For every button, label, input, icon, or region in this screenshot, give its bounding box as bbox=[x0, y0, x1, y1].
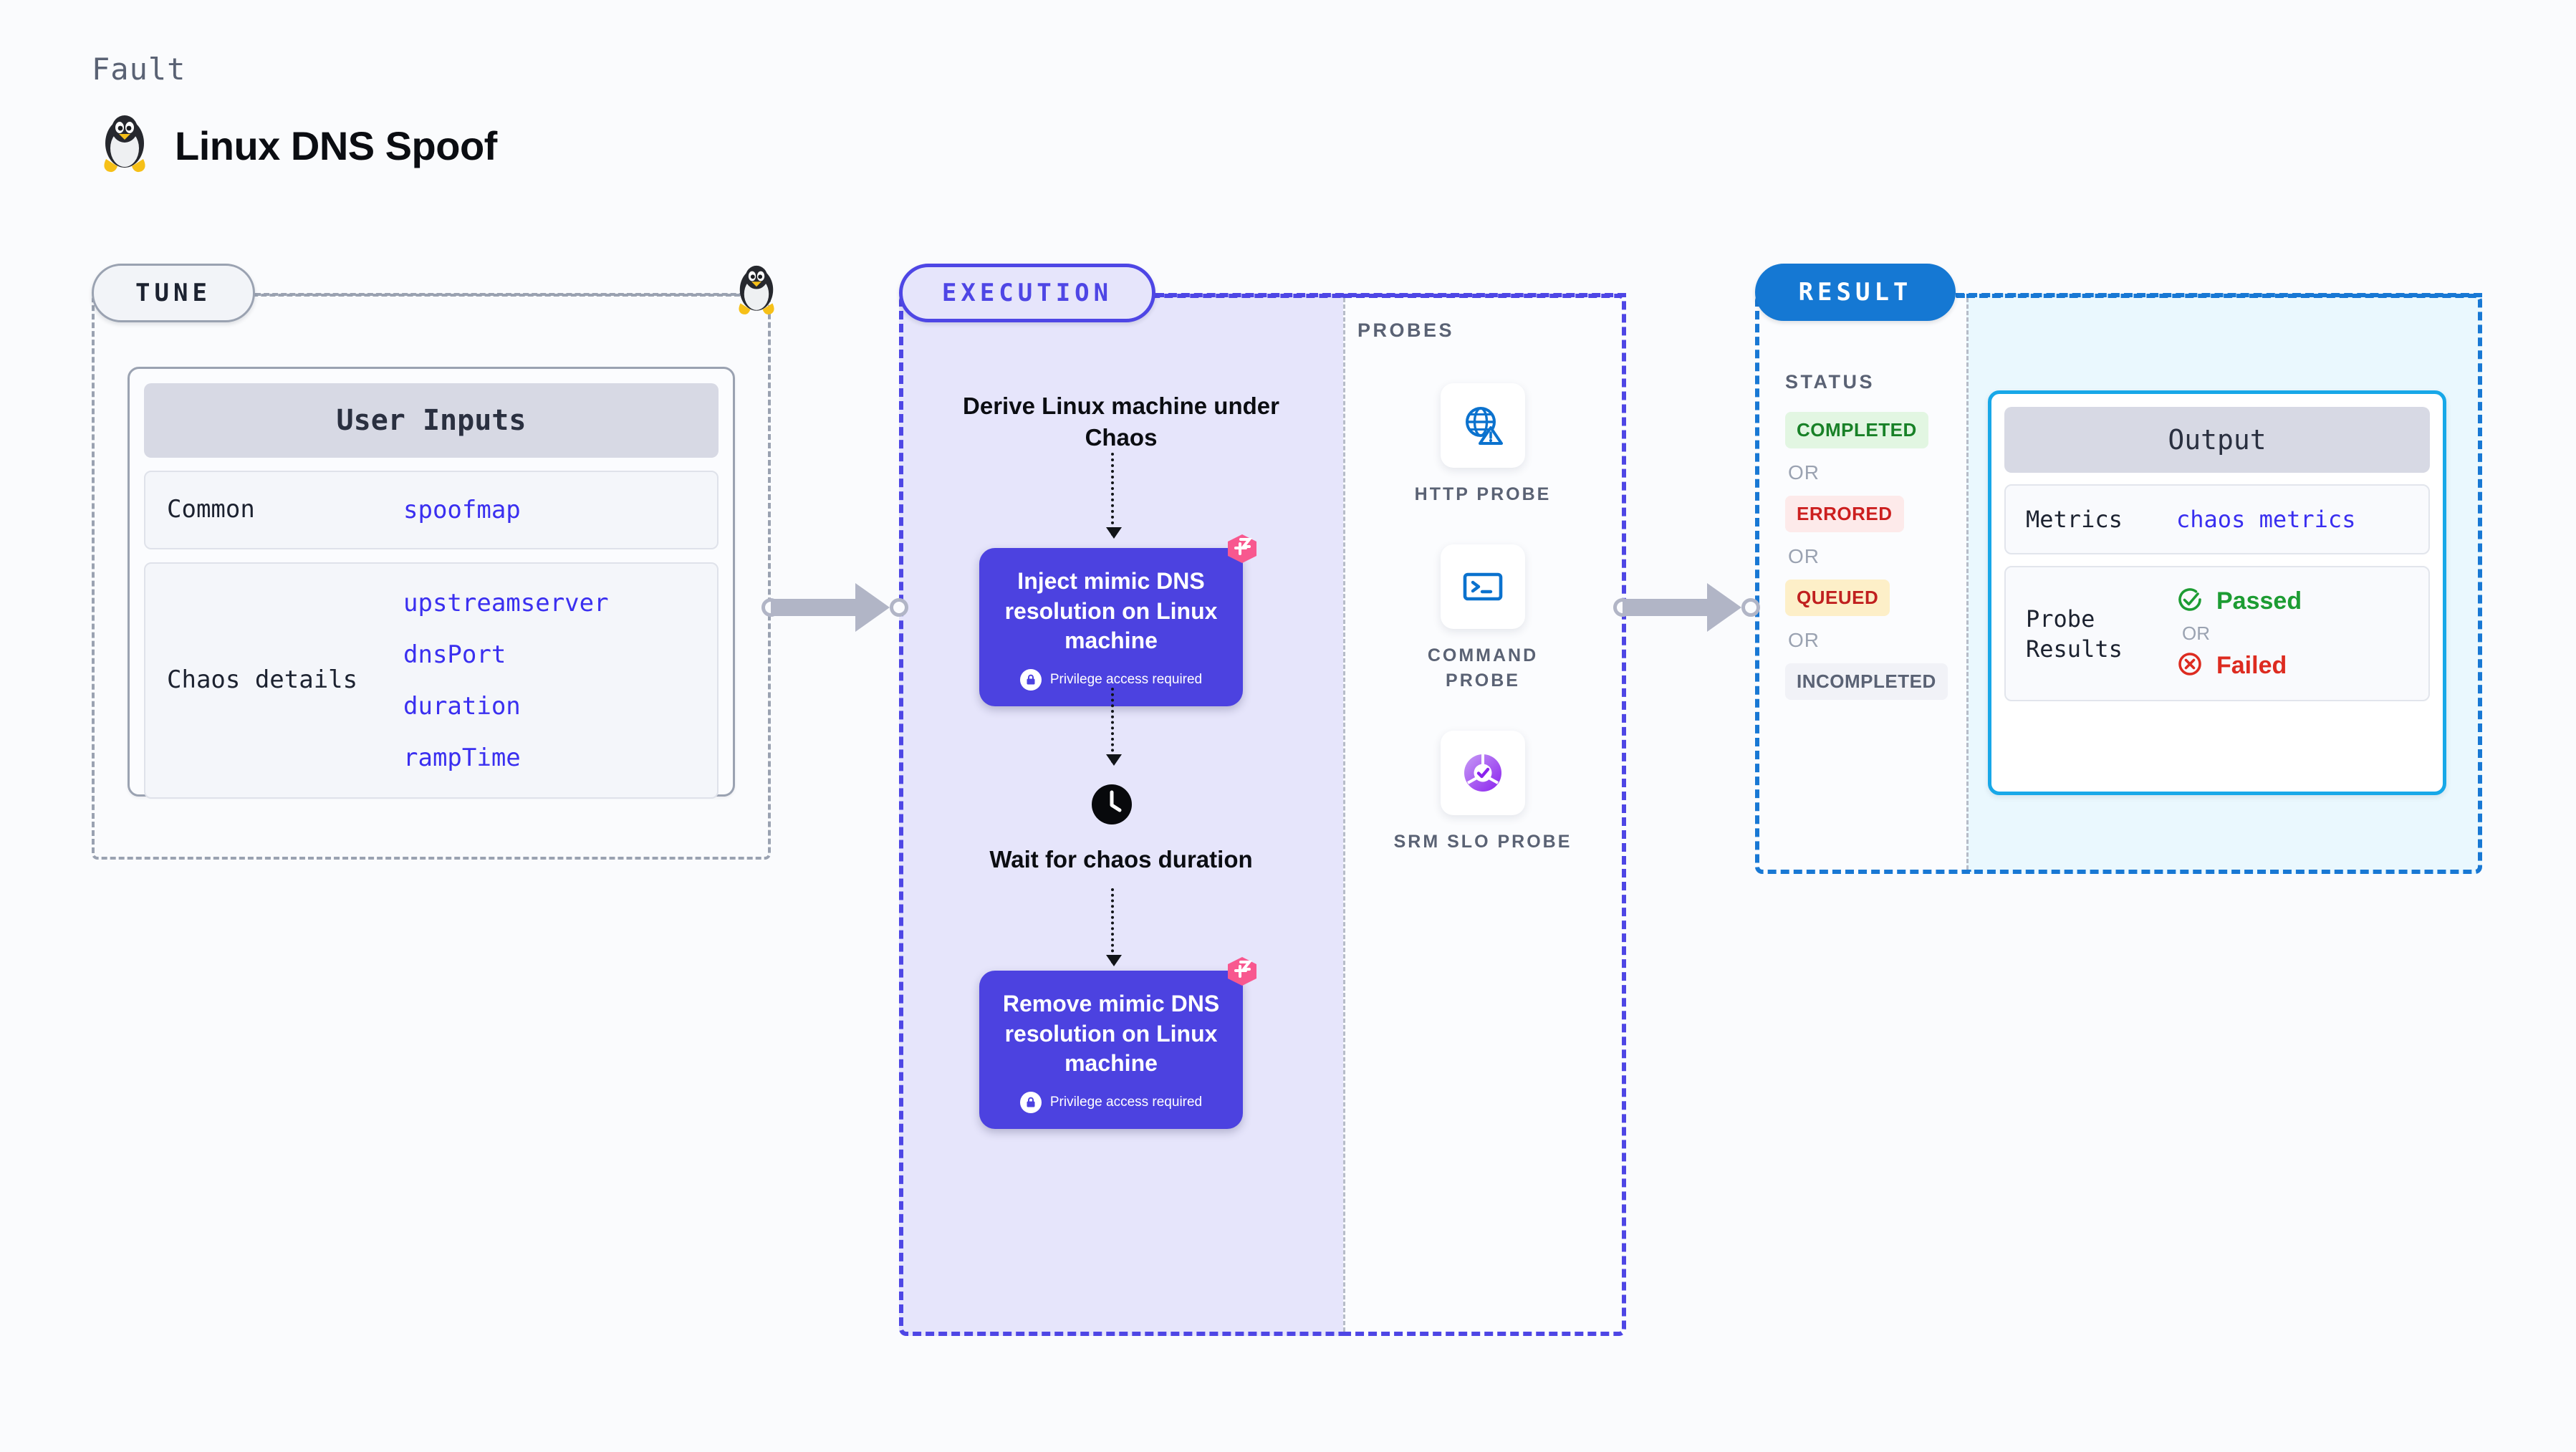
execution-badge-connector bbox=[1155, 293, 1626, 297]
passed-label: Passed bbox=[2216, 587, 2302, 615]
terminal-icon bbox=[1441, 544, 1525, 629]
page-title: Linux DNS Spoof bbox=[175, 122, 497, 168]
input-value[interactable]: upstreamserver bbox=[403, 589, 609, 617]
status-badge-incompleted: INCOMPLETED bbox=[1785, 663, 1948, 700]
user-inputs-card: User Inputs Common spoofmap Chaos detail… bbox=[128, 367, 735, 799]
action-label: Inject mimic DNS resolution on Linux mac… bbox=[1004, 568, 1218, 654]
probe-item-srm-slo[interactable]: SRM SLO PROBE bbox=[1393, 731, 1572, 855]
status-badge-errored: ERRORED bbox=[1785, 496, 1904, 532]
or-separator: OR bbox=[2182, 622, 2210, 645]
x-circle-icon bbox=[2176, 650, 2203, 681]
output-card: Output Metrics chaos metrics Probe Resul… bbox=[1988, 390, 2446, 795]
output-label: Probe Results bbox=[2026, 605, 2123, 663]
result-badge-connector bbox=[1956, 293, 2482, 297]
input-value[interactable]: dnsPort bbox=[403, 640, 506, 669]
or-separator: OR bbox=[1788, 545, 1820, 567]
output-title: Output bbox=[2004, 407, 2430, 473]
derive-step-label: Derive Linux machine under Chaos bbox=[963, 393, 1279, 451]
tune-badge-connector bbox=[255, 293, 771, 296]
probe-results-values: Passed OR Failed bbox=[2176, 586, 2302, 681]
lock-icon bbox=[1019, 1091, 1042, 1113]
failed-label: Failed bbox=[2216, 652, 2287, 680]
tux-penguin-icon bbox=[99, 115, 150, 176]
status-title: STATUS bbox=[1785, 371, 1875, 393]
result-divider bbox=[1966, 298, 1969, 870]
arrow-end-dot bbox=[890, 598, 908, 617]
input-value[interactable]: duration bbox=[403, 692, 521, 721]
arrow-head bbox=[855, 583, 890, 632]
probe-item-command[interactable]: COMMAND PROBE bbox=[1393, 544, 1572, 693]
output-value-metrics[interactable]: chaos metrics bbox=[2176, 506, 2356, 534]
probes-title: PROBES bbox=[1357, 319, 1455, 341]
or-separator: OR bbox=[1788, 461, 1820, 484]
row-label: Common bbox=[167, 495, 255, 524]
status-badge-completed: COMPLETED bbox=[1785, 412, 1928, 448]
user-inputs-row-chaos-details: Chaos details upstreamserver dnsPort dur… bbox=[144, 562, 719, 799]
wait-clock-icon bbox=[1072, 783, 1151, 830]
flow-connector-2 bbox=[1106, 688, 1122, 766]
user-inputs-title: User Inputs bbox=[144, 383, 719, 458]
check-circle-icon bbox=[2176, 586, 2203, 617]
probe-label: SRM SLO PROBE bbox=[1393, 832, 1572, 852]
probe-label: HTTP PROBE bbox=[1414, 484, 1552, 504]
tux-penguin-marker-icon bbox=[734, 265, 779, 322]
privilege-note: Privilege access required bbox=[998, 668, 1224, 691]
privilege-note: Privilege access required bbox=[998, 1091, 1224, 1113]
status-badge-queued: QUEUED bbox=[1785, 580, 1890, 616]
arrow-end-dot bbox=[1741, 598, 1760, 617]
output-row-probe-results: Probe Results Passed OR bbox=[2004, 566, 2430, 702]
page-kicker: Fault bbox=[92, 52, 186, 87]
lock-icon bbox=[1019, 668, 1042, 691]
flow-connector-1 bbox=[1106, 453, 1122, 539]
row-values: upstreamserver dnsPort duration rampTime bbox=[403, 589, 609, 772]
chaos-fault-flag-icon bbox=[1226, 532, 1259, 569]
probe-label: COMMAND PROBE bbox=[1427, 645, 1539, 691]
row-values: spoofmap bbox=[403, 496, 521, 524]
stage-badge-execution[interactable]: EXECUTION bbox=[899, 264, 1155, 322]
stage-badge-tune[interactable]: TUNE bbox=[92, 264, 255, 322]
arrow-shaft bbox=[1623, 599, 1708, 616]
output-label: Metrics bbox=[2026, 506, 2123, 533]
action-block-remove[interactable]: Remove mimic DNS resolution on Linux mac… bbox=[979, 957, 1256, 1129]
slo-donut-check-icon bbox=[1441, 731, 1525, 815]
status-list: COMPLETED OR ERRORED OR QUEUED OR INCOMP… bbox=[1785, 412, 1964, 700]
arrow-head bbox=[1707, 583, 1741, 632]
flow-connector-3 bbox=[1106, 888, 1122, 966]
action-block-inject[interactable]: Inject mimic DNS resolution on Linux mac… bbox=[979, 534, 1256, 706]
probe-item-http[interactable]: HTTP PROBE bbox=[1393, 383, 1572, 507]
probe-result-failed: Failed bbox=[2176, 650, 2302, 681]
page-title-row: Linux DNS Spoof bbox=[99, 115, 497, 176]
output-row-metrics: Metrics chaos metrics bbox=[2004, 484, 2430, 555]
user-inputs-row-common: Common spoofmap bbox=[144, 471, 719, 549]
input-value[interactable]: spoofmap bbox=[403, 496, 521, 524]
input-value[interactable]: rampTime bbox=[403, 744, 521, 772]
row-label: Chaos details bbox=[167, 665, 358, 695]
stage-badge-result[interactable]: RESULT bbox=[1755, 264, 1956, 321]
chaos-fault-flag-icon bbox=[1226, 955, 1259, 991]
arrow-shaft bbox=[771, 599, 857, 616]
probes-divider bbox=[1343, 298, 1345, 1332]
or-separator: OR bbox=[1788, 629, 1820, 651]
privilege-text: Privilege access required bbox=[1049, 671, 1203, 687]
globe-warning-icon bbox=[1441, 383, 1525, 468]
action-label: Remove mimic DNS resolution on Linux mac… bbox=[1002, 991, 1220, 1077]
probe-result-passed: Passed bbox=[2176, 586, 2302, 617]
wait-step-label: Wait for chaos duration bbox=[989, 846, 1253, 872]
privilege-text: Privilege access required bbox=[1049, 1094, 1203, 1110]
